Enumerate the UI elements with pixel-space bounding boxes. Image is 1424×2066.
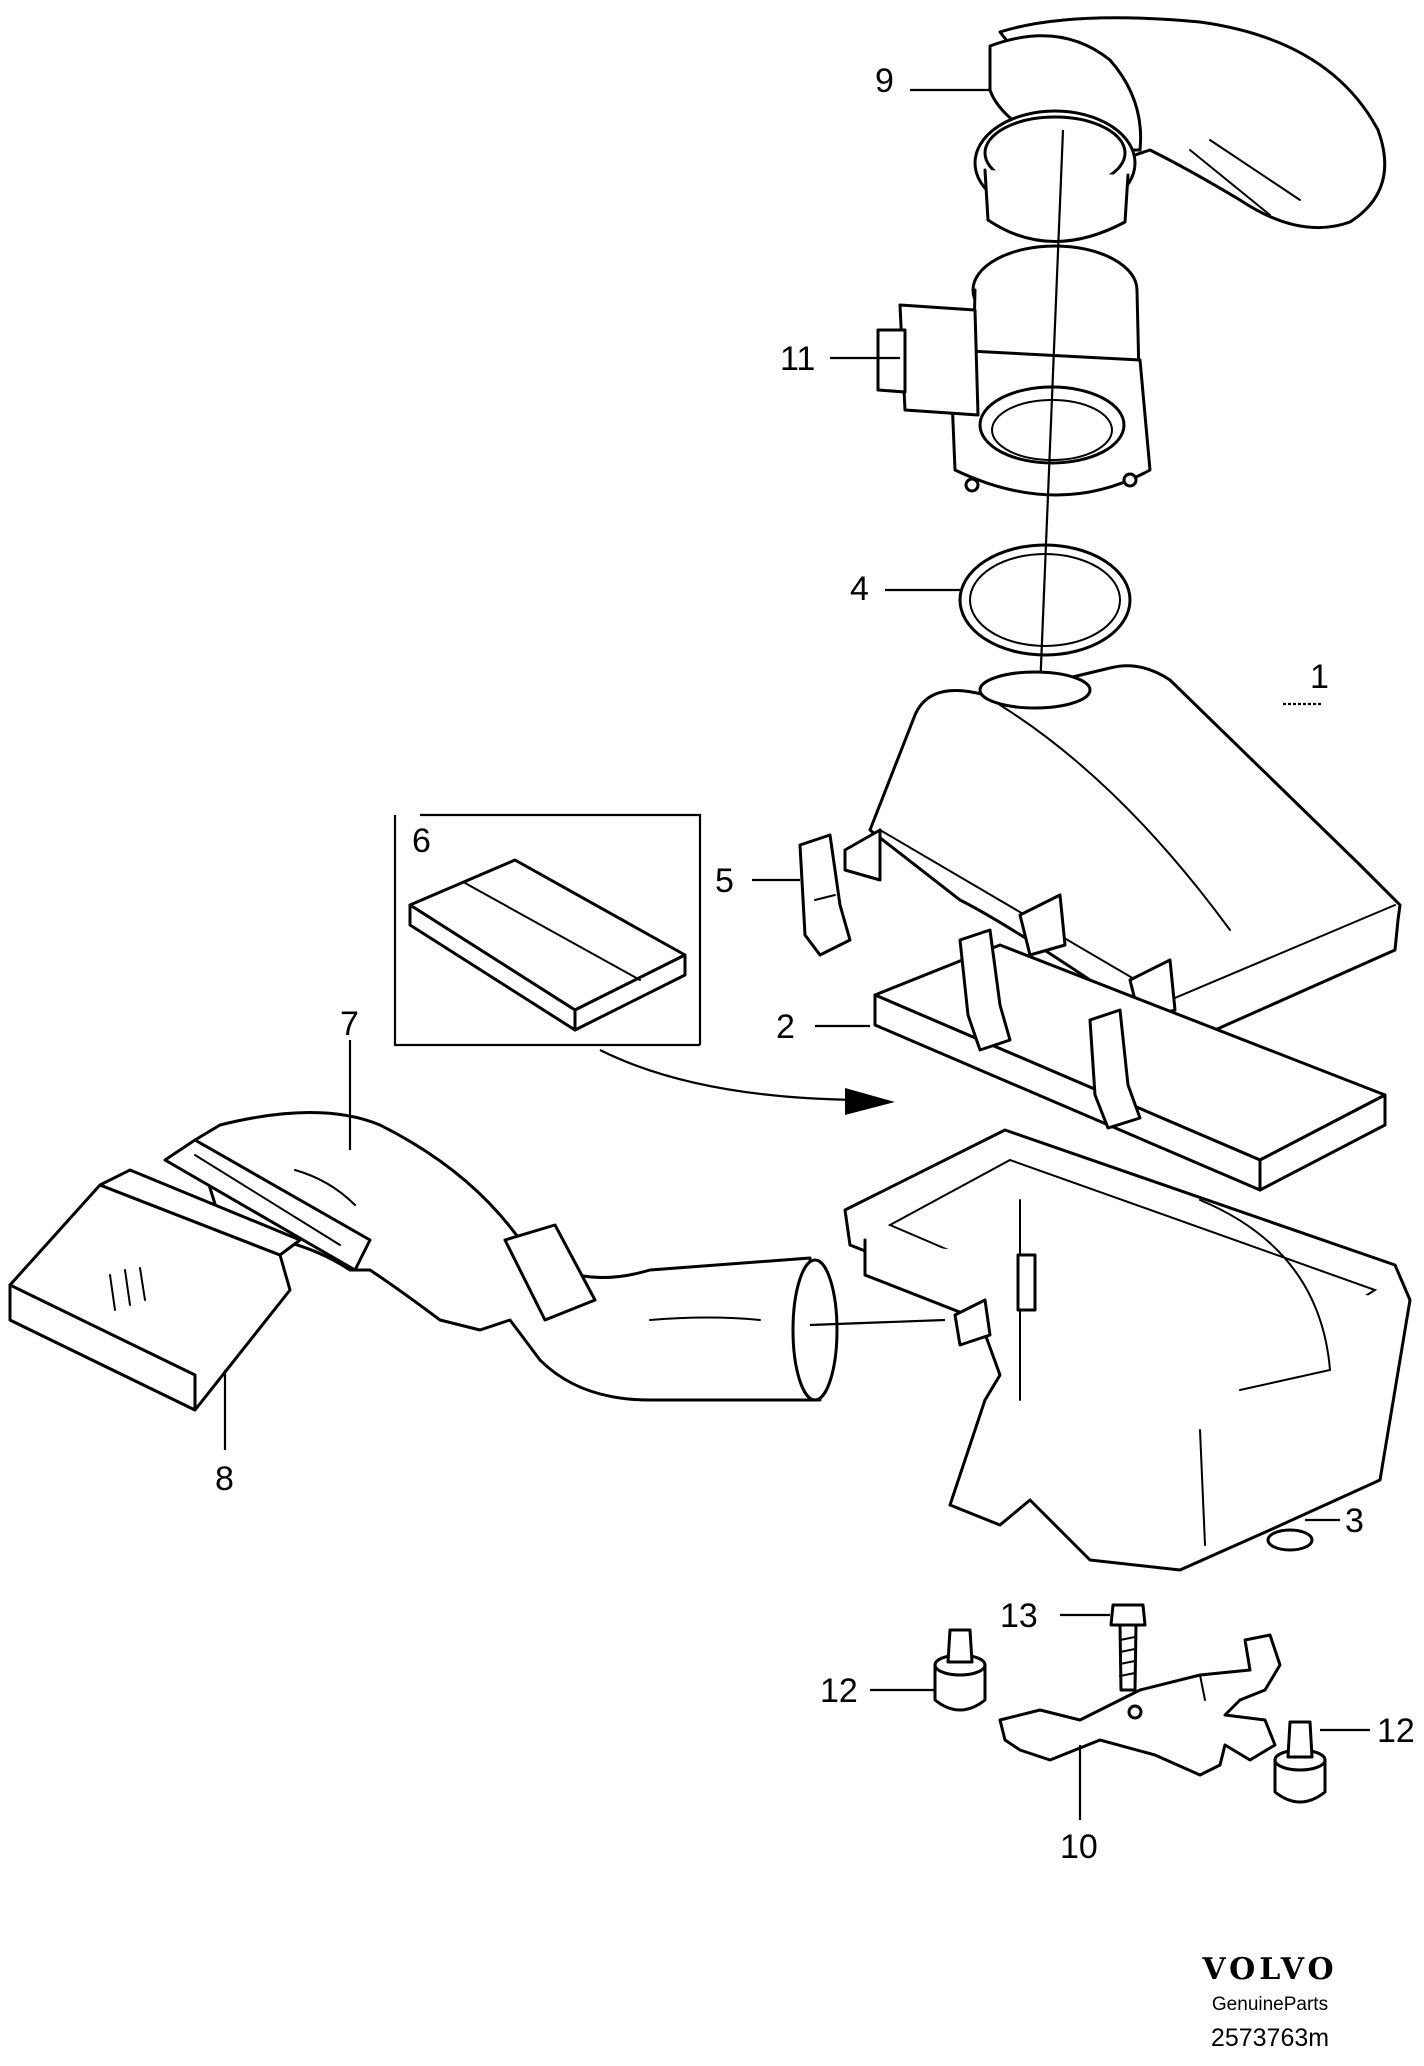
callout-labels: 9 11 4 1 6 5 7 2 8 3 13 12 12 10 <box>215 62 1415 1866</box>
placement-arrow <box>599 1049 871 1102</box>
callout-10: 10 <box>1060 1828 1098 1866</box>
part-6-filter-inset <box>393 813 702 1047</box>
part-12-rubber-mount-right <box>1273 1720 1327 1804</box>
part-3-lower-housing <box>843 1128 1412 1572</box>
part-10-bracket <box>998 1633 1282 1777</box>
brand-tagline: GenuineParts <box>1211 1994 1329 2015</box>
callout-9: 9 <box>875 62 894 100</box>
callout-12-right: 12 <box>1377 1712 1415 1750</box>
brand-logo: VOLVO <box>1202 1952 1338 1987</box>
callout-11: 11 <box>780 340 815 378</box>
placement-arrowhead <box>845 1088 895 1115</box>
part-4-gasket-ring <box>958 543 1132 657</box>
alignment-line <box>1038 129 1065 691</box>
callout-6: 6 <box>412 822 431 860</box>
part-1-housing-cover <box>843 664 1402 1052</box>
callout-5: 5 <box>715 862 734 900</box>
part-11-airflow-meter <box>876 244 1152 497</box>
part-2-air-filter <box>873 928 1387 1192</box>
part-7-intake-duct <box>163 1111 839 1402</box>
part-9-intake-hose <box>973 16 1387 243</box>
callout-7: 7 <box>340 1005 359 1043</box>
callout-2: 2 <box>776 1008 795 1046</box>
leader-lines <box>223 88 1370 1820</box>
callout-3: 3 <box>1345 1502 1364 1540</box>
part-5-clip <box>798 833 852 957</box>
callout-13: 13 <box>1000 1597 1038 1635</box>
callout-1: 1 <box>1310 658 1329 696</box>
diagram-id: 2573763m <box>1210 2024 1330 2052</box>
callout-4: 4 <box>850 570 869 608</box>
callout-12-left: 12 <box>820 1672 858 1710</box>
callout-8: 8 <box>215 1460 234 1498</box>
part-8-air-inlet <box>8 1168 302 1412</box>
part-13-bolt <box>1109 1603 1147 1692</box>
part-12-rubber-mount-left <box>933 1628 987 1712</box>
